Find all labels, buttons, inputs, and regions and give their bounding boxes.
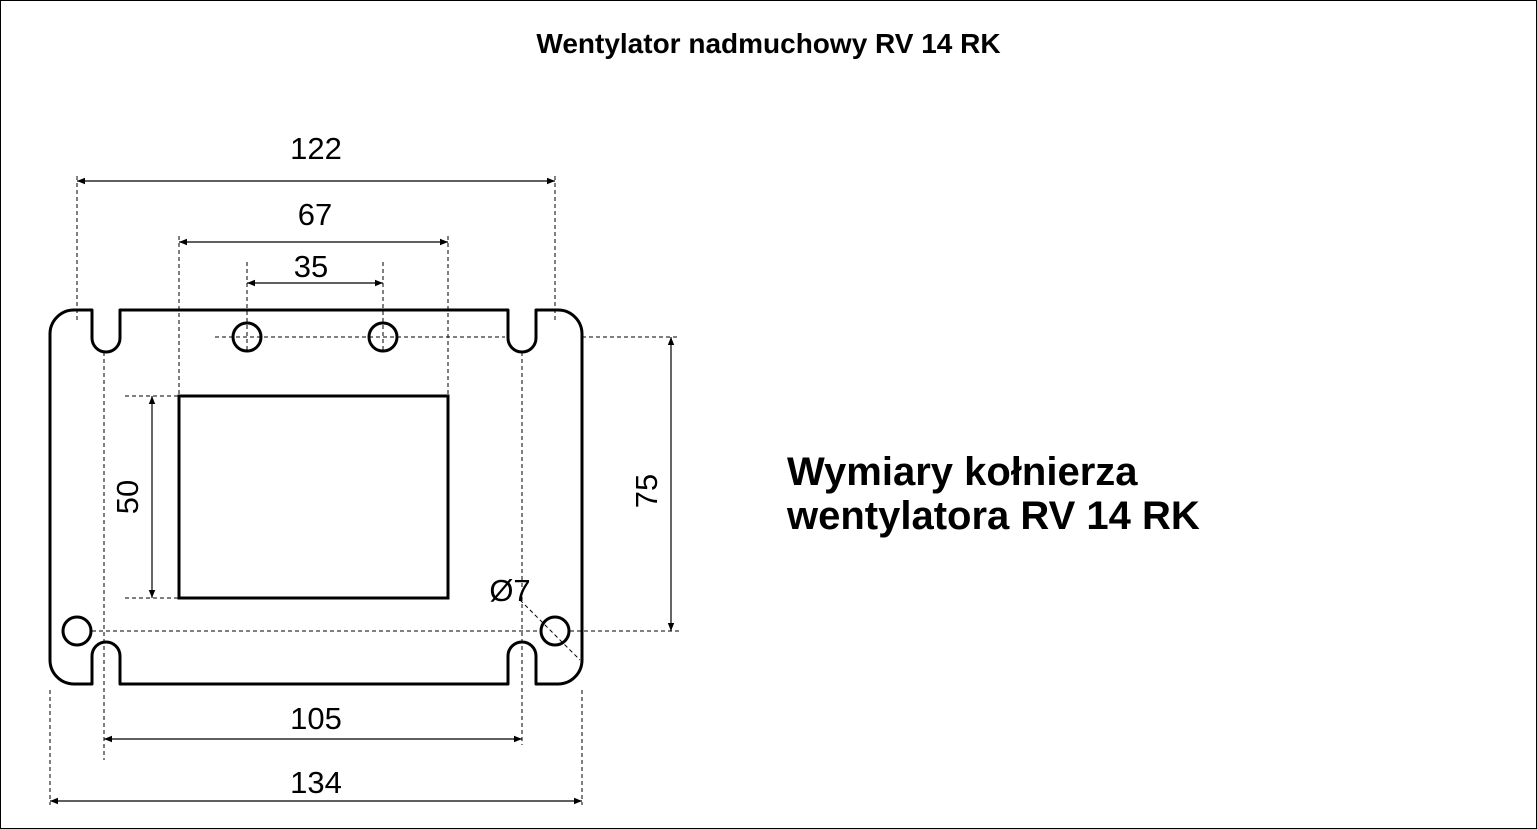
dim-label-35: 35 [294,249,328,284]
dim-label-122: 122 [290,131,342,166]
caption-line-2: wentylatora RV 14 RK [787,494,1200,538]
flange-outline [48,308,584,686]
dim-label-105: 105 [290,701,342,736]
drawing-caption: Wymiary kołnierza wentylatora RV 14 RK [787,450,1200,538]
dimension-lines [50,177,675,805]
drawing-title: Wentylator nadmuchowy RV 14 RK [536,28,1001,59]
rectangular-opening [177,394,450,600]
dim-label-hole-diameter: Ø7 [489,573,530,608]
caption-line-1: Wymiary kołnierza [787,450,1138,494]
dim-label-134: 134 [290,765,342,800]
dim-label-75: 75 [629,474,664,508]
dim-label-50: 50 [110,480,145,514]
extension-lines [49,176,680,805]
mounting-hole-bottom-right [539,615,571,647]
dim-label-67: 67 [298,197,332,232]
mounting-hole-bottom-left [61,615,93,647]
